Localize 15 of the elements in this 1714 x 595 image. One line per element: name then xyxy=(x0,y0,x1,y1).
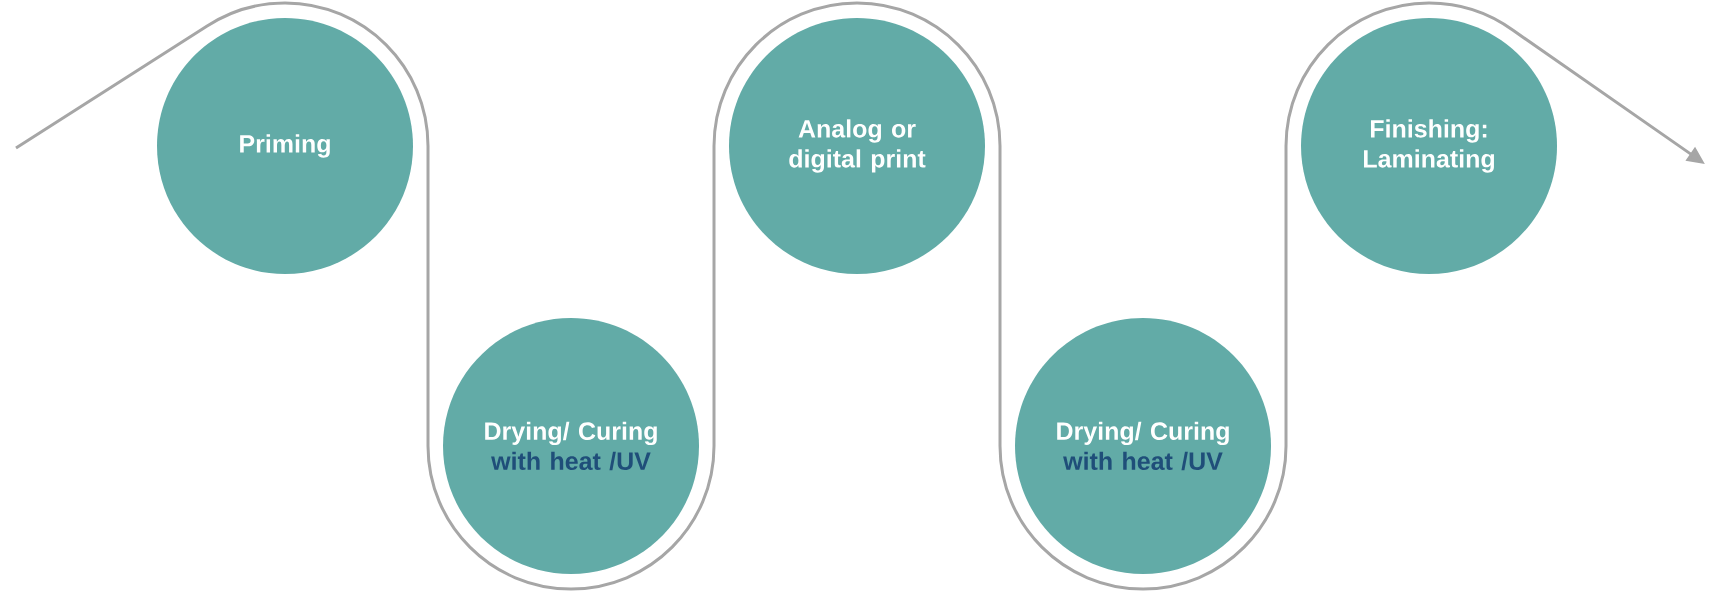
web-path xyxy=(856,1,1144,591)
step-circle xyxy=(443,318,699,574)
step-text: Analog or digital print xyxy=(789,119,926,173)
step-text: Finishing: Laminating xyxy=(1364,119,1494,173)
step-text: Drying/ Curing with heat /UV xyxy=(1057,421,1229,471)
web-path xyxy=(284,1,572,591)
step-circle xyxy=(1015,318,1271,574)
step-circle xyxy=(1301,18,1557,274)
web-path xyxy=(15,1,286,150)
step-circle xyxy=(157,18,413,274)
step-circle xyxy=(729,18,985,274)
web-path xyxy=(1142,1,1430,591)
step-text: Drying/ Curing with heat /UV xyxy=(485,421,657,471)
web-path xyxy=(570,1,858,591)
step-text: Priming xyxy=(240,134,330,158)
